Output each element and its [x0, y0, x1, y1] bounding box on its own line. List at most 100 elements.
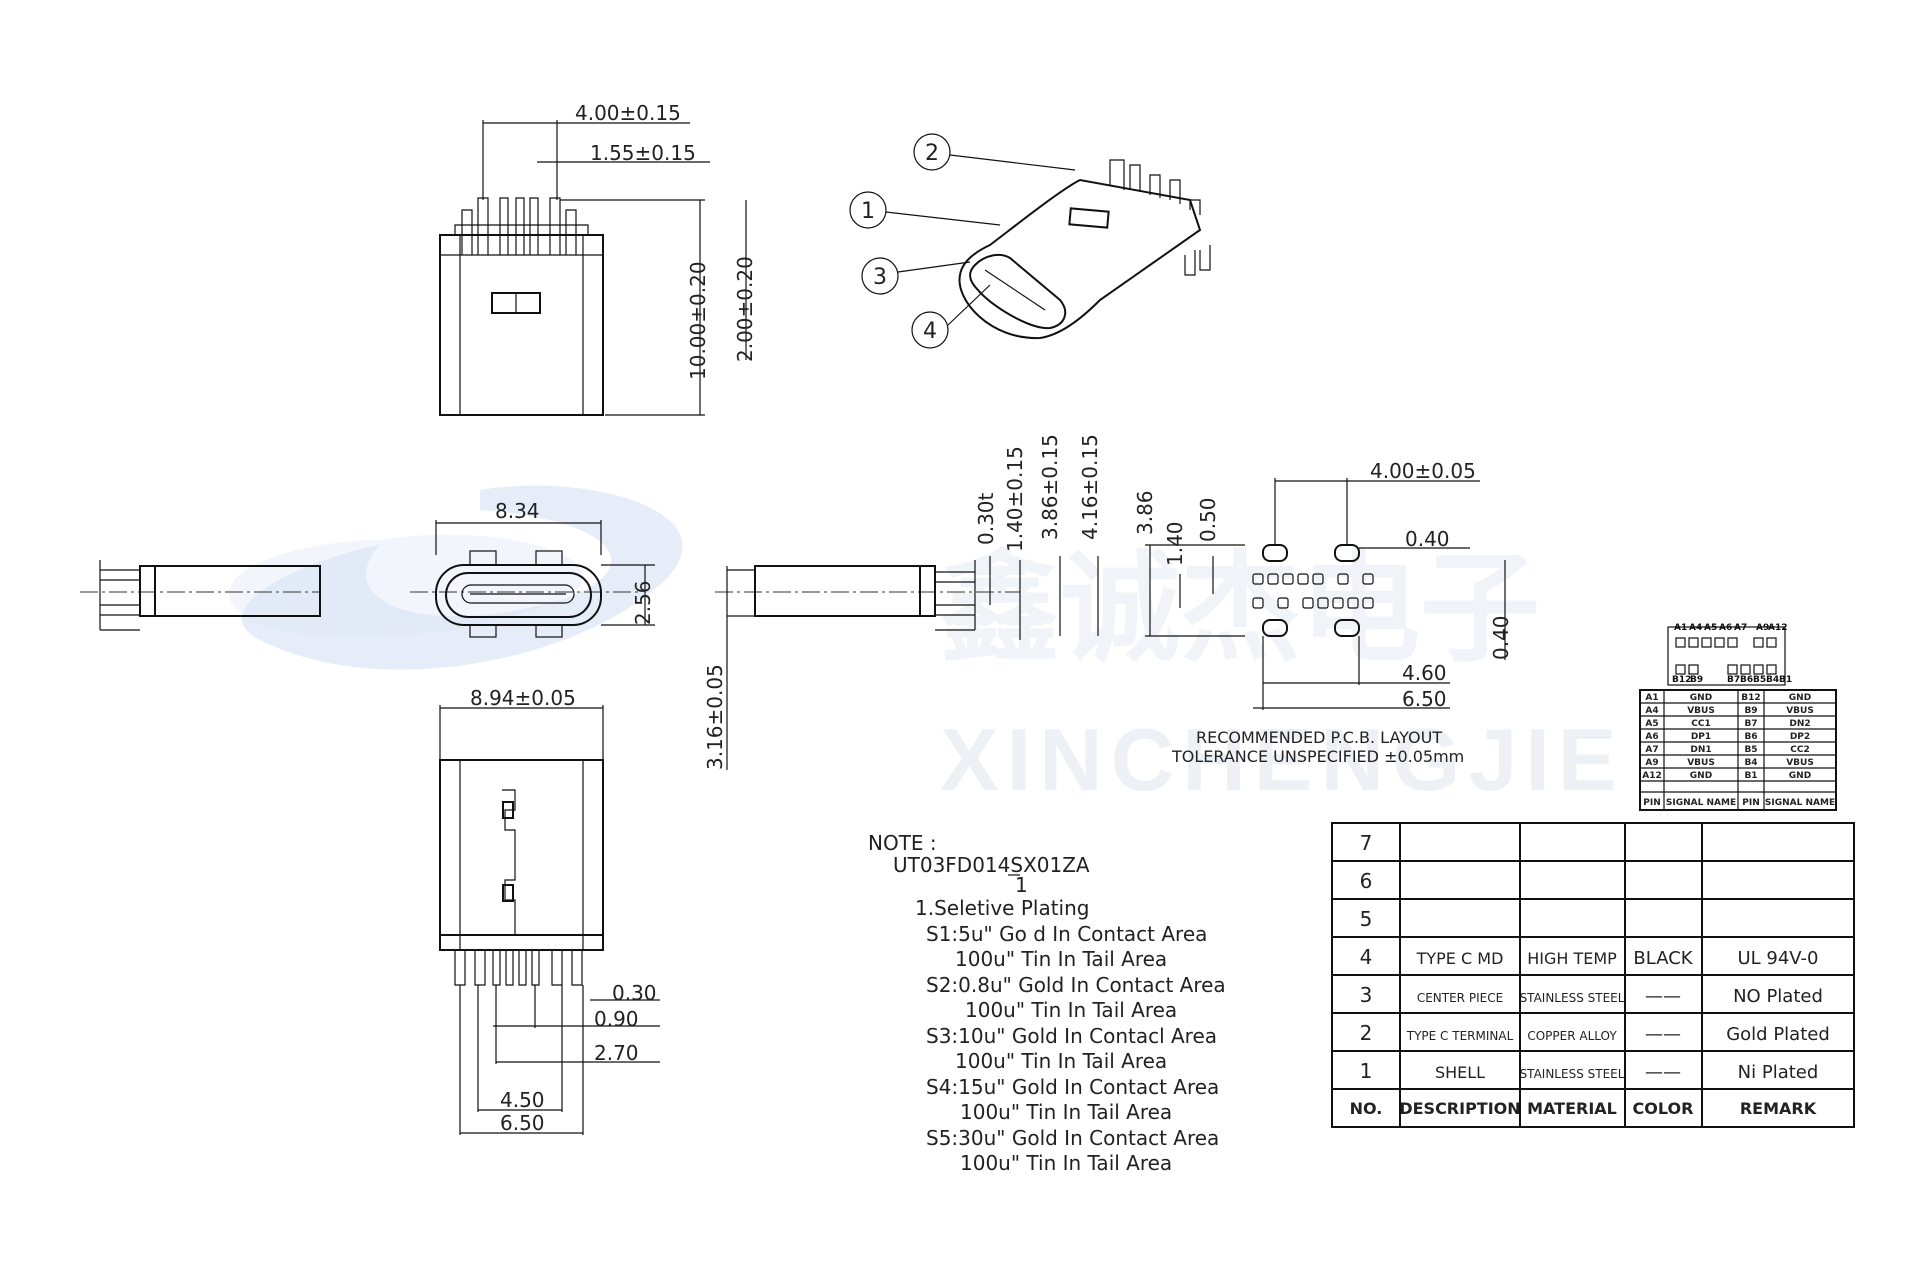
pin-bottom-B4: B4 [1766, 675, 1779, 685]
pin-top-A4: A4 [1689, 623, 1702, 633]
dim-top-offset: 1.55±0.15 [590, 141, 696, 165]
pin-table-cell: B12 [1741, 693, 1760, 703]
pin-table-cell: B4 [1744, 758, 1757, 768]
pin-table-cell: B9 [1744, 706, 1757, 716]
balloon-4: 4 [923, 319, 937, 344]
pin-table-cell: A4 [1645, 706, 1658, 716]
dim-top-height: 10.00±0.20 [686, 261, 710, 380]
bom-cell: 5 [1360, 907, 1373, 931]
bom-cell: STAINLESS STEEL [1520, 991, 1625, 1005]
right-side-view: 3.16±0.05 0.30t 1.40±0.15 3.86±0.15 4.16… [703, 434, 1102, 770]
notes: NOTE : UT03FD014SX01ZA 1 1.Seletive Plat… [868, 831, 1226, 1175]
pin-diagram: A1 A4 A5 A6 A7 A9 A12 B12 B9 B7 B6 B5 B4… [1667, 623, 1792, 686]
dim-bottom-p2: 0.90 [594, 1007, 639, 1031]
balloon-1: 1 [861, 199, 875, 224]
pin-table-cell: DN2 [1789, 719, 1810, 729]
dim-bottom-p4: 4.50 [500, 1088, 545, 1112]
bom-cell: STAINLESS STEEL [1520, 1067, 1625, 1081]
dim-pcb-h2: 1.40 [1163, 521, 1187, 566]
bom-cell: 7 [1360, 831, 1373, 855]
dim-pcb-w3: 6.50 [1402, 687, 1447, 711]
dim-top-width: 4.00±0.15 [575, 101, 681, 125]
dim-side-d2: 1.40±0.15 [1003, 446, 1027, 552]
note-line-5: S3:10u" Gold In Contacl Area [926, 1024, 1217, 1048]
bom-cell: Gold Plated [1726, 1024, 1830, 1045]
pin-bottom-B5: B5 [1753, 675, 1766, 685]
pin-table-cell: VBUS [1786, 758, 1814, 768]
bom-cell: —— [1645, 1024, 1681, 1045]
bom-cell: SHELL [1435, 1063, 1485, 1082]
pin-top-A9: A9 [1756, 623, 1769, 633]
bom-cell: —— [1645, 986, 1681, 1007]
pin-table-cell: GND [1690, 693, 1712, 703]
pin-table-cell: CC1 [1691, 719, 1710, 729]
bom-header: COLOR [1633, 1099, 1694, 1118]
pin-table-cell: VBUS [1687, 758, 1715, 768]
pin-table-cell: A6 [1645, 732, 1658, 742]
bom-header: MATERIAL [1527, 1099, 1617, 1118]
bom-cell: BLACK [1633, 948, 1693, 969]
pin-table-cell: B5 [1744, 745, 1757, 755]
pcb-caption-2: TOLERANCE UNSPECIFIED ±0.05mm [1171, 747, 1464, 766]
pin-top-A7: A7 [1734, 623, 1747, 633]
note-line-1: S1:5u" Go d In Contact Area [926, 922, 1207, 946]
note-line-7: S4:15u" Gold In Contact Area [926, 1075, 1219, 1099]
pin-table-cell: B7 [1744, 719, 1757, 729]
note-line-10: 100u" Tin In Tail Area [960, 1151, 1172, 1175]
pin-table-cell: DN1 [1690, 745, 1711, 755]
dim-top-leg: 2.00±0.20 [733, 256, 757, 362]
bom-cell: UL 94V-0 [1737, 948, 1818, 969]
note-line-8: 100u" Tin In Tail Area [960, 1100, 1172, 1124]
pin-table-cell: CC2 [1790, 745, 1809, 755]
pin-top-A12: A12 [1768, 623, 1788, 633]
pin-table-cell: GND [1789, 771, 1811, 781]
bom-cell: —— [1645, 1062, 1681, 1083]
pin-table-cell: A1 [1645, 693, 1658, 703]
bom-cell: 2 [1360, 1021, 1373, 1045]
note-line-4: 100u" Tin In Tail Area [965, 998, 1177, 1022]
pin-table-cell: GND [1690, 771, 1712, 781]
pin-bottom-B1: B1 [1779, 675, 1792, 685]
pin-top-A5: A5 [1704, 623, 1717, 633]
note-line-3: S2:0.8u" Gold In Contact Area [926, 973, 1226, 997]
watermark-brand-en: XINCHENGJIE [940, 710, 1625, 809]
pin-table-cell: DP1 [1691, 732, 1711, 742]
dim-side-d5: 3.16±0.05 [703, 664, 727, 770]
note-line-0: 1.Seletive Plating [915, 896, 1089, 920]
dim-pcb-pad2: 0.40 [1489, 615, 1513, 660]
bom-cell: 1 [1360, 1059, 1373, 1083]
note-line-2: 100u" Tin In Tail Area [955, 947, 1167, 971]
pin-table-header: SIGNAL NAME [1765, 798, 1835, 808]
pcb-layout: 3.86 1.40 0.50 4.00±0.05 0.40 0.40 4.60 … [1133, 459, 1513, 766]
pin-bottom-B12: B12 [1672, 675, 1691, 685]
bom-cell: 6 [1360, 869, 1373, 893]
dim-pcb-w2: 4.60 [1402, 661, 1447, 685]
pin-table-cell: A12 [1642, 771, 1662, 781]
dim-pcb-w1: 4.00±0.05 [1370, 459, 1476, 483]
pin-bottom-B9: B9 [1690, 675, 1703, 685]
bom-header: REMARK [1740, 1099, 1817, 1118]
bom-cell: NO Plated [1733, 986, 1823, 1007]
watermark-brand-cn: 鑫诚杰电子 [940, 542, 1540, 676]
note-line-9: S5:30u" Gold In Contact Area [926, 1126, 1219, 1150]
pin-table-cell: B1 [1744, 771, 1757, 781]
bom-cell: Ni Plated [1738, 1062, 1819, 1083]
bom-cell: TYPE C MD [1416, 949, 1504, 968]
dim-bottom-width: 8.94±0.05 [470, 686, 576, 710]
note-part-sub: 1 [1015, 873, 1028, 897]
pin-table-cell: VBUS [1687, 706, 1715, 716]
top-view: 4.00±0.15 1.55±0.15 10.00±0.20 2.00±0.20 [439, 101, 757, 416]
note-title: NOTE : [868, 831, 937, 855]
front-view: 8.34 2.56 [410, 499, 655, 638]
dim-side-d4: 4.16±0.15 [1078, 434, 1102, 540]
dim-front-width: 8.34 [495, 499, 540, 523]
dim-side-d3: 3.86±0.15 [1038, 434, 1062, 540]
bom-cell: HIGH TEMP [1527, 949, 1617, 968]
pin-bottom-B6: B6 [1740, 675, 1753, 685]
dim-bottom-p5: 6.50 [500, 1111, 545, 1135]
pcb-caption-1: RECOMMENDED P.C.B. LAYOUT [1196, 728, 1442, 747]
pin-table-cell: DP2 [1790, 732, 1810, 742]
